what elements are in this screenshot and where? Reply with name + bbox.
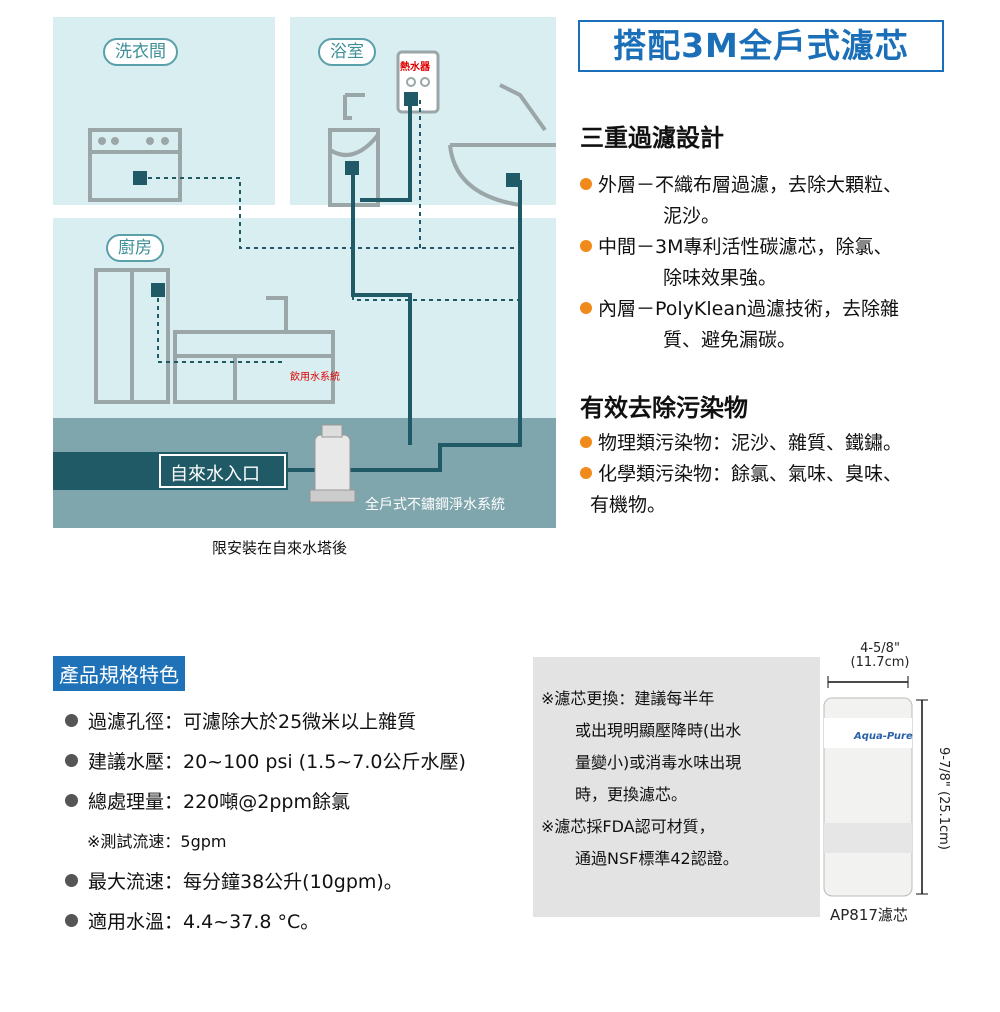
list-item-cont: 質、避免漏碳。: [663, 329, 797, 351]
outlet-points: [133, 92, 520, 297]
bullet-icon: [580, 240, 592, 252]
spec-item: 最大流速：每分鐘38公升(10gpm)。: [65, 868, 525, 896]
list-item: 化學類污染物：餘氯、氣味、臭味、: [580, 459, 990, 490]
spec-item: 總處理量：220噸@2ppm餘氯: [65, 788, 525, 816]
spec-item: 過濾孔徑：可濾除大於25微米以上雜質: [65, 708, 525, 736]
test-note: ※測試流速：5gpm: [87, 832, 227, 851]
water-pipes: [53, 100, 522, 472]
list-item-cont: 除味效果強。: [663, 267, 778, 289]
bullet-icon: [580, 436, 592, 448]
list-item: 外層－不織布層過濾，去除大顆粒、: [580, 170, 990, 201]
inlet-box: [53, 452, 288, 490]
system-label: 全戶式不鏽鋼淨水系統: [365, 497, 505, 513]
drinking-label: 飲用水系統: [290, 372, 340, 383]
cartridge-name: AP817濾芯: [830, 906, 908, 924]
notes-text: ※濾芯更換：建議每半年 或出現明顯壓降時(出水 量變小)或消毒水味出現 時，更換…: [541, 689, 742, 868]
kitchen-label: 廚房: [106, 234, 164, 262]
removal-list: 物理類污染物：泥沙、雜質、鐵鏽。 化學類污染物：餘氯、氣味、臭味、 有機物。: [580, 428, 990, 521]
triple-heading: 三重過濾設計: [580, 124, 724, 152]
kitchen-icon: [94, 268, 335, 404]
list-item: 內層－PolyKlean過濾技術，去除雜: [580, 294, 990, 325]
bullet-icon: [65, 714, 78, 727]
house-diagram: 洗衣間 浴室 廚房 熱水器 飲用水系統 自來水入口 全戶式不鏽鋼淨水系統 限安裝…: [0, 0, 560, 560]
bullet-icon: [580, 178, 592, 190]
laundry-label: 洗衣間: [103, 38, 178, 66]
triple-list: 外層－不織布層過濾，去除大顆粒、 泥沙。 中間－3M專利活性碳濾芯，除氯、 除味…: [580, 170, 990, 356]
list-item-cont: 有機物。: [590, 494, 667, 516]
plumbing-illustration: [53, 17, 556, 528]
list-item-cont: 泥沙。: [663, 205, 721, 227]
height-label: 9-7/8" (25.1cm): [936, 747, 951, 850]
brand-logo: Aqua-Pure: [854, 731, 913, 742]
bullet-icon: [580, 302, 592, 314]
spec-item: 適用水溫：4.4~37.8 °C。: [65, 908, 525, 936]
specs-badge: 產品規格特色: [53, 656, 185, 691]
bullet-icon: [65, 754, 78, 767]
list-item: 物理類污染物：泥沙、雜質、鐵鏽。: [580, 428, 990, 459]
spec-item: 建議水壓：20~100 psi (1.5~7.0公斤水壓): [65, 748, 525, 776]
cartridge-drawing: [823, 676, 928, 897]
filter-unit-icon: [309, 424, 356, 503]
inlet-label: 自來水入口: [170, 464, 260, 485]
bullet-icon: [65, 794, 78, 807]
replacement-notes-box: ※濾芯更換：建議每半年 或出現明顯壓降時(出水 量變小)或消毒水味出現 時，更換…: [533, 657, 820, 917]
dashed-pipes: [140, 100, 520, 363]
heater-label: 熱水器: [400, 62, 430, 73]
cartridge-panel: 4-5/8"(11.7cm) Aqua-Pure 9-7/8" (25.1cm)…: [820, 638, 995, 938]
bullet-icon: [580, 467, 592, 479]
bullet-icon: [65, 914, 78, 927]
install-note: 限安裝在自來水塔後: [212, 539, 348, 557]
width-label: 4-5/8"(11.7cm): [850, 641, 910, 670]
page-title: 搭配3M全戶式濾芯: [578, 20, 944, 72]
removal-heading: 有效去除污染物: [580, 394, 748, 422]
washer-icon: [88, 128, 182, 202]
bullet-icon: [65, 874, 78, 887]
specs-list: 過濾孔徑：可濾除大於25微米以上雜質 建議水壓：20~100 psi (1.5~…: [65, 708, 525, 936]
bathroom-label: 浴室: [318, 38, 376, 66]
list-item: 中間－3M專利活性碳濾芯，除氯、: [580, 232, 990, 263]
